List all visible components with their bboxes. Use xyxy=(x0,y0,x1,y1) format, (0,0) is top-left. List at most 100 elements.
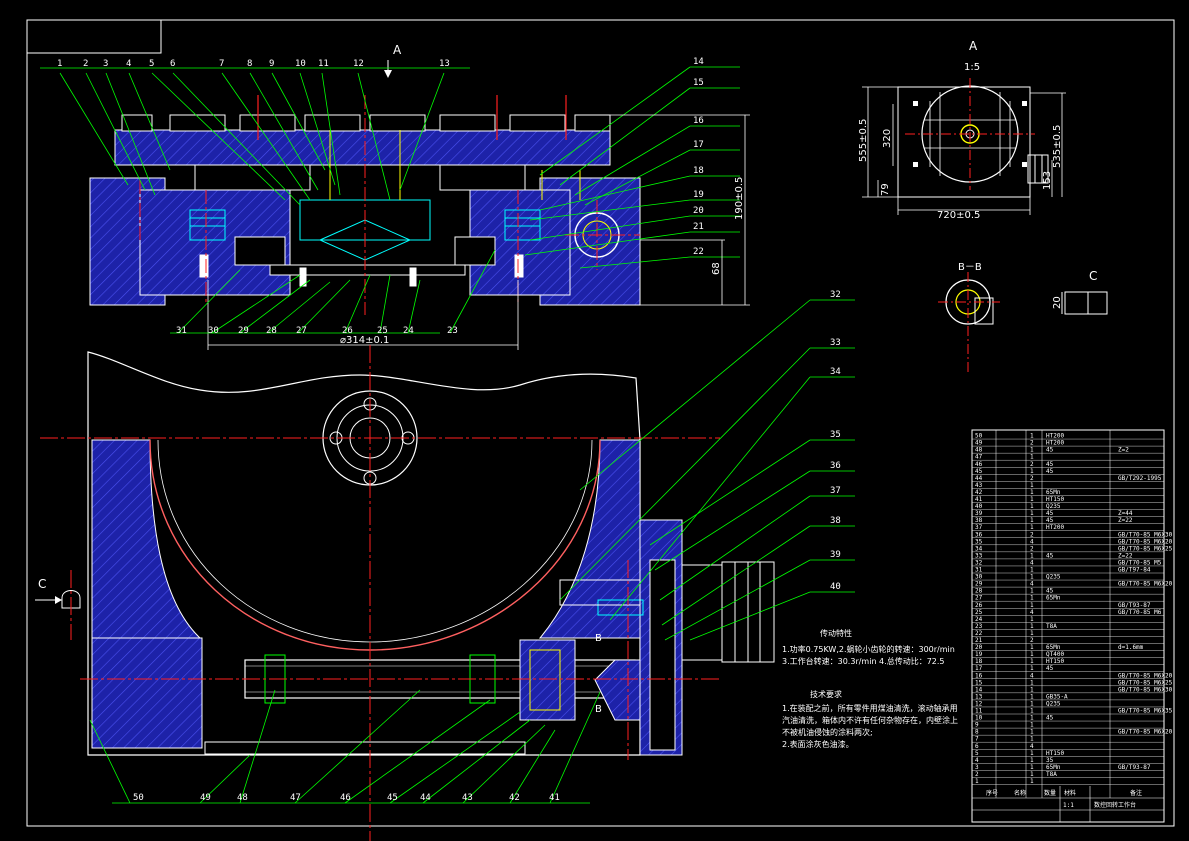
bom-cell: 6 xyxy=(975,743,979,750)
bom-cell: 34 xyxy=(975,545,983,552)
bom-cell: 1 xyxy=(1030,778,1034,785)
bom-cell: 2 xyxy=(1030,637,1034,644)
bom-cell: 1 xyxy=(1030,750,1034,757)
tech-notes-title: 技术要求 xyxy=(810,689,842,699)
bom-cell: 2 xyxy=(1030,440,1034,447)
bom-cell: T8A xyxy=(1046,623,1057,630)
bom-cell: 26 xyxy=(975,602,983,609)
bom-cell: 8 xyxy=(975,729,979,736)
bom-cell: 1 xyxy=(1030,665,1034,672)
bom-header-name: 名称 xyxy=(1014,789,1026,797)
bom-cell: 21 xyxy=(975,637,983,644)
bom-cell: 37 xyxy=(975,524,983,531)
bom-cell: Q235 xyxy=(1046,503,1061,510)
balloon-12: 12 xyxy=(353,59,364,69)
bom-header-no: 序号 xyxy=(986,789,998,797)
bom-cell: 45 xyxy=(1046,447,1054,454)
main-housing-hatch xyxy=(91,439,202,639)
dim-view-a-width: 720±0.5 xyxy=(937,210,980,221)
top-table-plate xyxy=(114,129,611,166)
dim-view-a-height2: 535±0.5 xyxy=(1052,125,1063,168)
view-a: A 1:5 555±0.5 320 79 535±0.5 153 720± xyxy=(858,39,1066,221)
tech-notes-line3: 不被机油侵蚀的涂料两次; xyxy=(782,727,873,737)
tech-notes-line1: 1.在装配之前，所有零件用煤油清洗，滚动轴承用 xyxy=(782,703,958,713)
balloon-20: 20 xyxy=(693,206,704,216)
bom-cell: Z=2 xyxy=(1118,447,1129,454)
bom-cell: 1 xyxy=(1030,482,1034,489)
title-block xyxy=(972,786,1164,822)
bom-cell: 47 xyxy=(975,454,983,461)
bom-cell: 45 xyxy=(1046,552,1054,559)
balloon-33: 33 xyxy=(830,338,841,348)
balloon-10: 10 xyxy=(295,59,306,69)
bom-cell: 30 xyxy=(975,574,983,581)
bom-cell: 50 xyxy=(975,433,983,440)
bom-cell: 42 xyxy=(975,489,983,496)
balloon-39: 39 xyxy=(830,550,841,560)
section-arrow-label: A xyxy=(393,43,402,57)
bom-header-note: 备注 xyxy=(1130,789,1142,797)
balloon-37: 37 xyxy=(830,486,841,496)
bom-cell: 4 xyxy=(1030,581,1034,588)
balloon-44: 44 xyxy=(420,793,431,803)
bom-cell: GB/T70-85 M6X20 xyxy=(1118,538,1173,545)
balloon-43: 43 xyxy=(462,793,473,803)
bom-cell: 1 xyxy=(1030,729,1034,736)
view-a-scale: 1:5 xyxy=(964,62,980,73)
dim-view-a-right-small: 153 xyxy=(1042,171,1053,190)
balloon-48: 48 xyxy=(237,793,248,803)
top-balloons: 1 2 3 4 5 6 7 8 9 10 11 12 13 xyxy=(40,59,470,206)
bom-cell: 32 xyxy=(975,559,983,566)
title-block-drawing-name: 数控回转工作台 xyxy=(1094,801,1136,809)
bom-cell: GB/T70-85 M6X25 xyxy=(1118,545,1173,552)
main-wheel-arc xyxy=(149,439,601,651)
bom-cell: 33 xyxy=(975,552,983,559)
bom-cell: GB/T70-85 M6X20 xyxy=(1118,581,1173,588)
bom-cell: GB/T292-1995 xyxy=(1118,475,1162,482)
balloon-50: 50 xyxy=(133,793,144,803)
balloon-40: 40 xyxy=(830,582,841,592)
balloon-18: 18 xyxy=(693,166,704,176)
bom-cell: 48 xyxy=(975,447,983,454)
bom-cell: 15 xyxy=(975,679,983,686)
bom-cell: GB/T70-85 M6X30 xyxy=(1118,531,1173,538)
balloon-11: 11 xyxy=(318,59,329,69)
balloon-25: 25 xyxy=(377,326,388,336)
bom-cell: 2 xyxy=(1030,475,1034,482)
tech-notes: 技术要求 1.在装配之前，所有零件用煤油清洗，滚动轴承用 汽油清洗，箱体内不许有… xyxy=(782,689,958,749)
bom-cell: 1 xyxy=(1030,552,1034,559)
balloon-49: 49 xyxy=(200,793,211,803)
view-c-arrow-label: C xyxy=(38,577,46,591)
balloon-14: 14 xyxy=(693,57,704,67)
spec-notes-line2: 3.工作台转速：30.3r/min 4.总传动比：72.5 xyxy=(782,656,945,666)
balloon-28: 28 xyxy=(266,326,277,336)
bom-cell: 1 xyxy=(1030,722,1034,729)
bom-cell: 1 xyxy=(1030,447,1034,454)
bom-cell: 1 xyxy=(1030,679,1034,686)
bom-cell: GB35-A xyxy=(1046,693,1068,700)
bom-cell: 1 xyxy=(1030,517,1034,524)
bom-cell: 45 xyxy=(1046,461,1054,468)
bom-cell: 1 xyxy=(1030,489,1034,496)
bom-cell: 1 xyxy=(1030,715,1034,722)
bom-cell: GB/T70-85 M5 xyxy=(1118,559,1162,566)
balloon-8: 8 xyxy=(247,59,252,69)
bom-cell: 65Mn xyxy=(1046,644,1061,651)
bom-cell: Z=44 xyxy=(1118,510,1133,517)
bom-cell: 1 xyxy=(1030,651,1034,658)
balloon-35: 35 xyxy=(830,430,841,440)
bom-cell: 45 xyxy=(975,468,983,475)
bom-cell: 1 xyxy=(1030,524,1034,531)
bom-cell: d=1.6mm xyxy=(1118,644,1144,651)
balloon-36: 36 xyxy=(830,461,841,471)
bom-cell: HT150 xyxy=(1046,496,1064,503)
bom-cell: 2 xyxy=(1030,545,1034,552)
bom-cell: 1 xyxy=(1030,764,1034,771)
bom-cell: HT200 xyxy=(1046,524,1064,531)
bom-cell: 2 xyxy=(1030,531,1034,538)
balloon-6: 6 xyxy=(170,59,175,69)
bom-cell: 1 xyxy=(1030,567,1034,574)
bom-cell: 1 xyxy=(1030,771,1034,778)
bom-cell: 1 xyxy=(1030,496,1034,503)
